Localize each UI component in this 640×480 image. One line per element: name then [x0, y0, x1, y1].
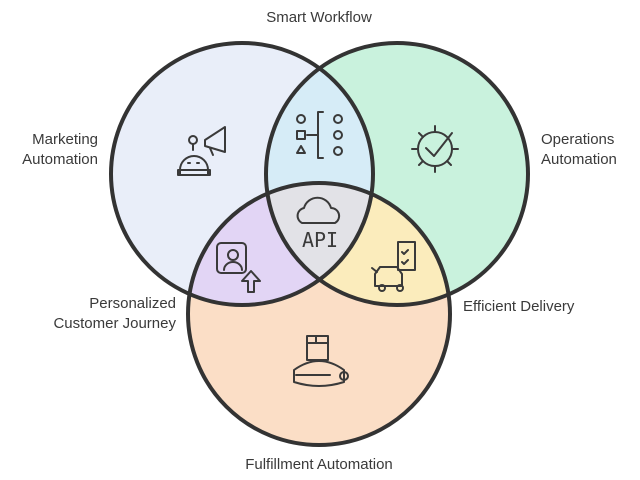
operations-circle-outline — [264, 41, 530, 307]
marketing-circle-outline — [109, 41, 375, 307]
efficient-delivery-label: Efficient Delivery — [463, 298, 575, 315]
operations-automation-label: Operations Automation — [541, 130, 640, 170]
cloud-icon — [296, 196, 341, 224]
workflow-shapes-icon — [296, 111, 343, 159]
fulfillment-automation-label: Fulfillment Automation — [245, 456, 393, 473]
robot-megaphone-icon — [177, 126, 226, 176]
personalized-journey-label: Personalized Customer Journey — [0, 294, 176, 334]
personalized-label-line1: Personalized — [89, 295, 176, 312]
fulfillment-circle-outline — [186, 181, 452, 447]
marketing-automation-label: Marketing Automation — [0, 130, 98, 170]
marketing-label-line1: Marketing — [32, 131, 98, 148]
operations-label-line1: Operations — [541, 131, 615, 148]
car-checklist-icon — [371, 241, 416, 292]
smart-workflow-label: Smart Workflow — [266, 9, 372, 26]
marketing-label-line2: Automation — [22, 151, 98, 168]
operations-label-line2: Automation — [541, 151, 617, 168]
personalized-label-line2: Customer Journey — [53, 315, 176, 332]
gear-check-icon — [411, 125, 459, 173]
personalized-journey-region — [188, 183, 373, 305]
delivery-robot-box-icon — [293, 335, 349, 387]
efficient-delivery-region — [266, 183, 450, 305]
user-upload-icon — [216, 242, 261, 293]
api-label: API — [302, 228, 338, 252]
